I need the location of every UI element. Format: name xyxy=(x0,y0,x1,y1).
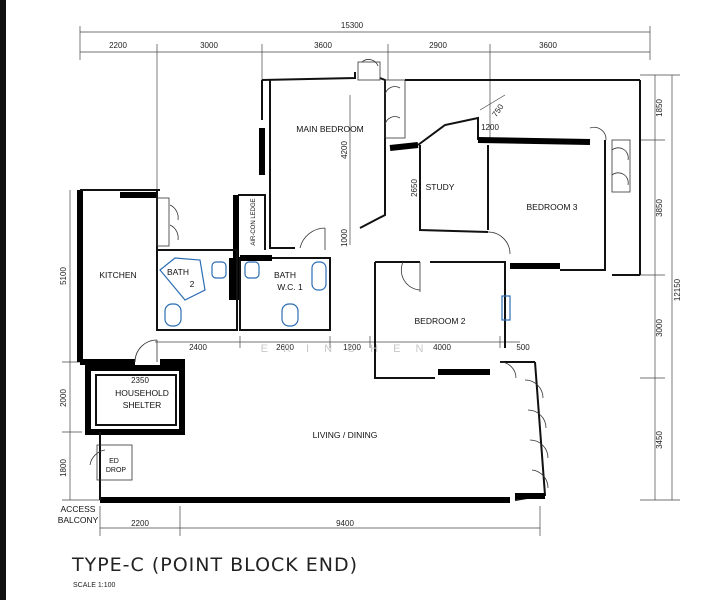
mid-dim-3: 1200 xyxy=(343,343,361,352)
bottom-dim-1: 2200 xyxy=(131,519,149,528)
top-dim-2: 3000 xyxy=(200,41,218,50)
room-living-dining: LIVING / DINING xyxy=(313,430,378,440)
room-bath-2: BATH xyxy=(167,267,189,277)
dimension-labels: 15300 2200 3000 3600 2900 3600 2400 2600… xyxy=(59,21,682,528)
room-aircon-ledge: AIR-CON LEDGE xyxy=(251,198,257,245)
top-dim-4: 2900 xyxy=(429,41,447,50)
doors-and-windows xyxy=(89,59,631,489)
overall-width-label: 15300 xyxy=(341,21,364,30)
room-refuse-1: ED xyxy=(109,458,119,465)
mid-dim-4: 4000 xyxy=(433,343,451,352)
room-shelter-1: HOUSEHOLD xyxy=(115,388,169,398)
top-dim-1: 2200 xyxy=(109,41,127,50)
right-total-dim: 12150 xyxy=(673,278,682,301)
diag-dim-b: 1200 xyxy=(481,123,499,132)
access-balcony-2: BALCONY xyxy=(58,515,99,525)
access-balcony-1: ACCESS xyxy=(61,504,96,514)
left-dim-3: 1800 xyxy=(59,459,68,477)
room-bath-2-number: 2 xyxy=(190,279,195,289)
mid-dim-5: 500 xyxy=(516,343,530,352)
room-shelter-2: SHELTER xyxy=(123,400,162,410)
right-dim-4: 3450 xyxy=(655,431,664,449)
mid-dim-1: 2400 xyxy=(189,343,207,352)
room-kitchen: KITCHEN xyxy=(99,270,136,280)
door-width-dim: 1000 xyxy=(340,229,349,247)
study-side-dim: 2650 xyxy=(410,179,419,197)
left-dim-1: 5100 xyxy=(59,267,68,285)
diag-dim-a: 750 xyxy=(490,102,505,119)
room-bedroom-2: BEDROOM 2 xyxy=(414,316,465,326)
bottom-dim-2: 9400 xyxy=(336,519,354,528)
main-bedroom-depth: 4200 xyxy=(340,141,349,159)
watermark: E R I N C H E N xyxy=(261,343,430,355)
top-dim-5: 3600 xyxy=(539,41,557,50)
scan-edge xyxy=(0,0,6,600)
right-dim-3: 3000 xyxy=(655,319,664,337)
right-dim-1: 1850 xyxy=(655,99,664,117)
bathroom-fixtures xyxy=(159,257,511,327)
dimension-lines xyxy=(62,26,680,536)
plan-title: TYPE-C (POINT BLOCK END) xyxy=(72,554,359,576)
room-wc-1: W.C. 1 xyxy=(277,282,303,292)
top-dim-3: 3600 xyxy=(314,41,332,50)
room-labels: MAIN BEDROOM STUDY BEDROOM 3 KITCHEN BAT… xyxy=(58,124,578,525)
left-dim-2: 2000 xyxy=(59,389,68,407)
walls xyxy=(77,72,641,503)
room-refuse-2: DROP xyxy=(106,467,127,474)
room-main-bedroom: MAIN BEDROOM xyxy=(296,124,364,134)
room-bedroom-3: BEDROOM 3 xyxy=(526,202,577,212)
room-bath-1: BATH xyxy=(274,270,296,280)
shelter-width-dim: 2350 xyxy=(131,376,149,385)
mid-dim-2: 2600 xyxy=(276,343,294,352)
plan-scale: SCALE 1:100 xyxy=(73,582,116,589)
right-dim-2: 3850 xyxy=(655,199,664,217)
room-study: STUDY xyxy=(426,182,455,192)
